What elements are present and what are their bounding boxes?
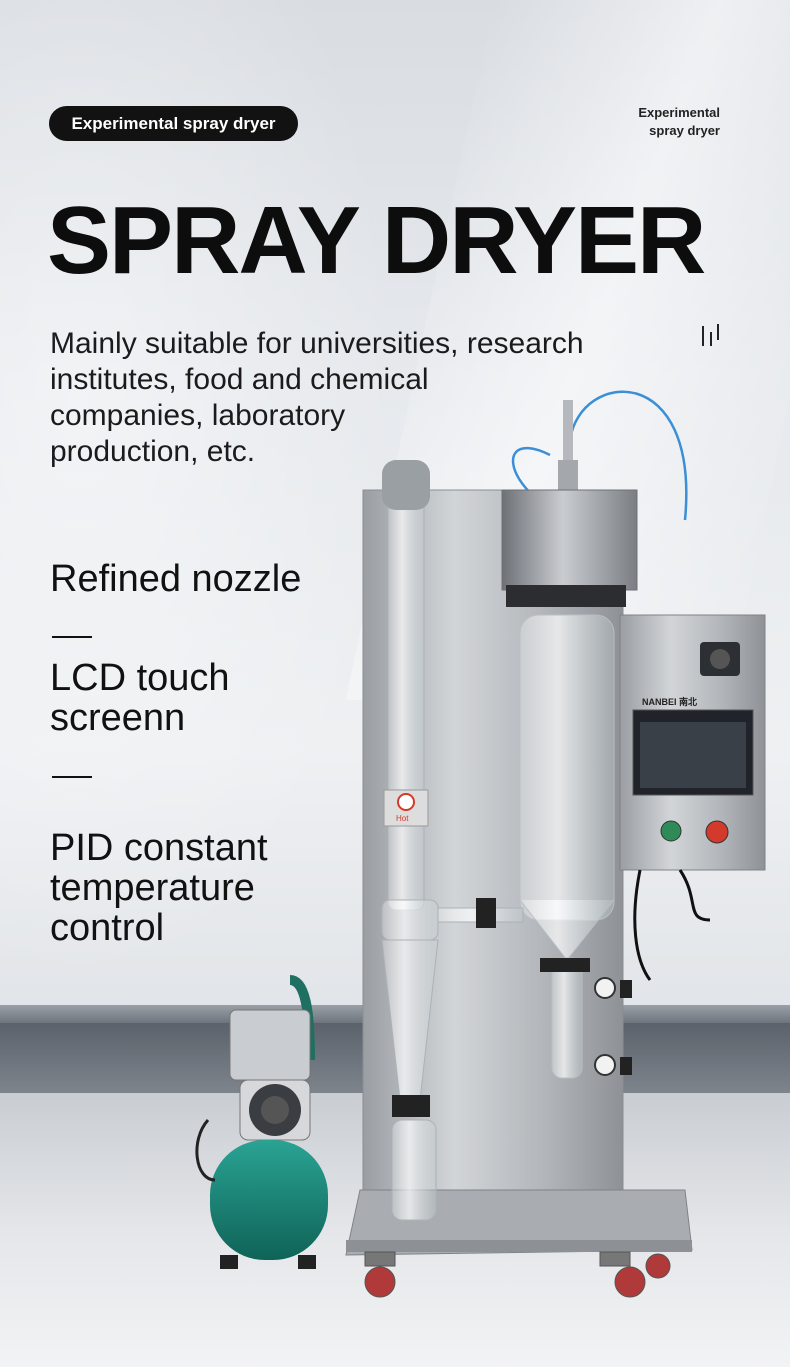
feature-divider — [52, 636, 92, 638]
spray-dryer-illustration: NANBEI 南北 Hot — [195, 390, 766, 1298]
corner-label-line1: Experimental — [638, 105, 720, 120]
pressure-gauge — [594, 1054, 616, 1076]
feature-line: temperature — [50, 867, 255, 909]
description-line: Mainly suitable for universities, resear… — [50, 327, 584, 360]
red-button — [705, 820, 729, 844]
feature-divider — [52, 776, 92, 778]
page-title: SPRAY DRYER — [47, 187, 706, 294]
hot-label: Hot — [396, 814, 409, 823]
feature-line: LCD touch — [50, 657, 230, 699]
hot-warning — [397, 793, 415, 811]
feature-lcd-touch-screen: LCD touch screenn — [50, 658, 230, 738]
feature-refined-nozzle: Refined nozzle — [50, 559, 301, 599]
heater-chamber — [501, 489, 638, 591]
feature-pid-temperature-control: PID constant temperature control — [50, 828, 268, 948]
corner-label: Experimental spray dryer — [638, 104, 720, 140]
background-light — [0, 0, 400, 1000]
description-line: institutes, food and chemical — [50, 363, 429, 396]
pressure-gauge — [594, 977, 616, 999]
brand-label: NANBEI 南北 — [642, 696, 697, 707]
category-badge: Experimental spray dryer — [49, 106, 298, 141]
cyclone-separator — [381, 899, 439, 941]
drying-chamber — [519, 614, 615, 921]
product-description: Mainly suitable for universities, resear… — [50, 326, 610, 470]
decorative-bars-icon — [702, 324, 719, 346]
feature-line: control — [50, 907, 165, 949]
nozzle-stem — [563, 400, 573, 490]
feature-line: Refined nozzle — [50, 558, 302, 600]
green-button — [660, 820, 682, 842]
corner-label-line2: spray dryer — [649, 123, 720, 138]
air-inlet-tube — [387, 469, 425, 911]
description-line: production, etc. — [50, 435, 256, 468]
wheel — [364, 1251, 671, 1298]
feature-line: screenn — [50, 697, 186, 739]
feature-line: PID constant — [50, 827, 268, 869]
collection-bottle — [391, 1119, 437, 1221]
air-compressor — [195, 975, 328, 1269]
description-line: companies, laboratory — [50, 399, 346, 432]
